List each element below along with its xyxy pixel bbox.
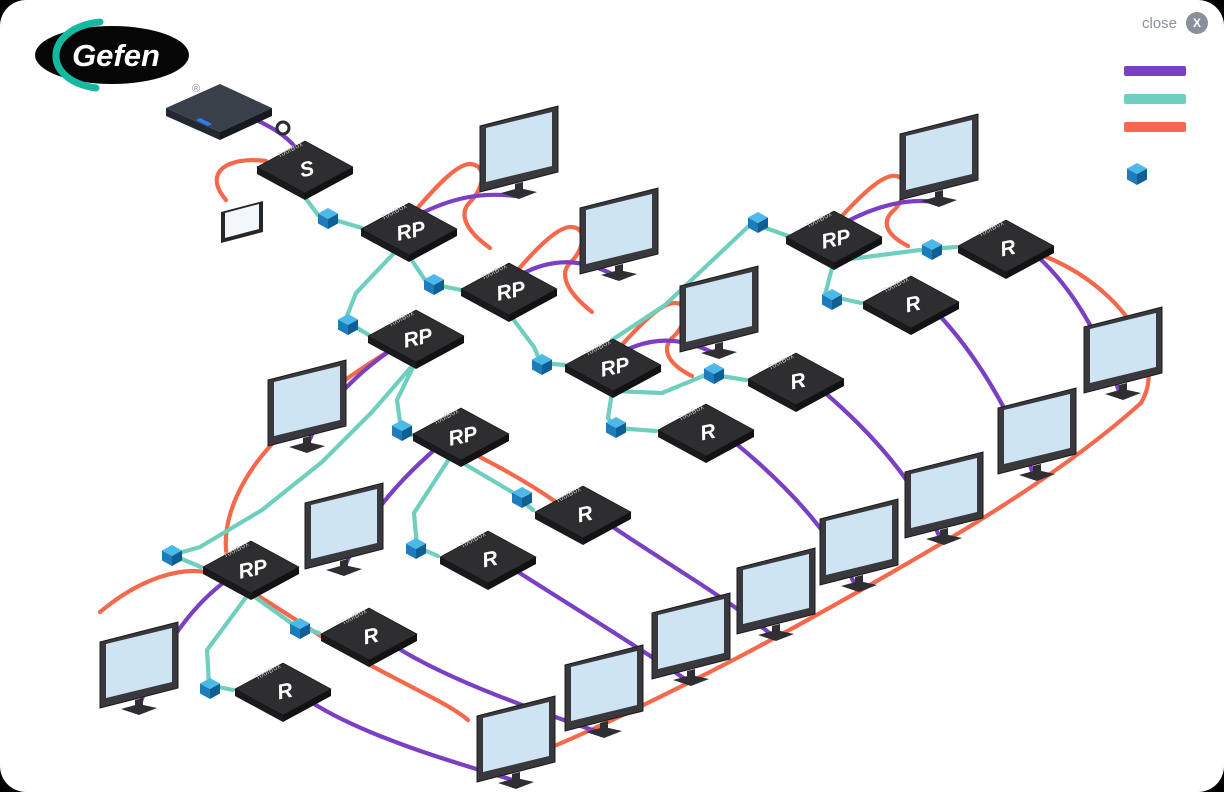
legend [1124,66,1186,186]
network-node-cube [704,363,724,384]
display-monitor [819,498,899,592]
logo-oval [35,26,189,84]
network-node-cube [200,678,220,699]
display-monitor [564,644,644,738]
display-monitor [1083,306,1163,400]
purple-cable [253,117,299,151]
display-monitor [579,187,659,281]
network-node-cube [748,212,768,233]
legend-teal-cable [1124,94,1186,104]
teal-cable [847,244,959,262]
logo-wordmark: Gefen [72,38,160,73]
device-role-label: R [480,547,500,573]
network-node-cube [424,274,444,295]
network-node-cube [318,208,338,229]
teal-cable [411,456,452,559]
teal-cable [204,593,250,693]
display-monitor [267,359,347,453]
gefen-logo: Gefen ® [16,10,216,107]
orange-cable [502,400,1144,768]
close-button[interactable]: X [1186,12,1208,34]
display-monitor [651,592,731,686]
device-role-label: R [361,624,381,650]
device-role-label: R [575,502,595,528]
purple-cable [417,192,519,217]
display-monitor [736,547,816,641]
device-role-label: R [275,679,295,705]
legend-purple-cable [1124,66,1186,76]
orange-cable [214,158,269,203]
close-area: close X [1142,12,1208,34]
network-node-cube [922,239,942,260]
display-monitor [304,482,384,576]
device-role-label: R [998,236,1018,262]
close-label[interactable]: close [1141,14,1177,32]
teal-cable [507,312,568,368]
cubes-layer [162,208,942,699]
tablet-screen [225,204,259,238]
player-led [196,118,212,126]
purple-cable [623,338,719,357]
display-monitor [904,451,984,545]
network-node-cube [338,314,358,335]
network-node-cube [290,618,310,639]
player-side [220,108,272,140]
peripherals-layer [166,84,291,243]
display-monitor [899,113,979,207]
display-monitor [476,695,556,789]
display-monitor [997,387,1077,481]
teal-cable [609,220,791,343]
legend-orange-cable [1124,122,1186,132]
purple-cable [519,260,619,279]
device-role-label: S [298,157,316,182]
network-node-cube [392,420,412,441]
teal-cable [611,371,749,396]
display-monitor [99,621,179,715]
device-role-label: R [698,420,718,446]
displays-layer [99,105,1163,789]
network-node-cube [532,354,552,375]
network-node-cube [822,289,842,310]
network-node-cube [162,545,182,566]
registered-mark: ® [192,83,200,95]
network-node-cube [406,538,426,559]
player-top [166,84,272,132]
device-role-label: R [903,292,923,318]
device-role-label: R [788,369,808,395]
logo-swoosh [52,18,104,92]
display-monitor [479,105,559,199]
orange-cable [467,449,559,505]
source-player-device [166,84,272,140]
network-node-cube [512,487,532,508]
player-front [166,108,220,140]
close-x-icon: X [1192,16,1201,30]
orange-cable [97,569,217,615]
tablet-device [221,201,263,243]
display-monitor [679,265,759,359]
mouse-device [275,120,291,136]
legend-network-node-cube [1127,163,1147,185]
network-node-cube [606,417,626,438]
